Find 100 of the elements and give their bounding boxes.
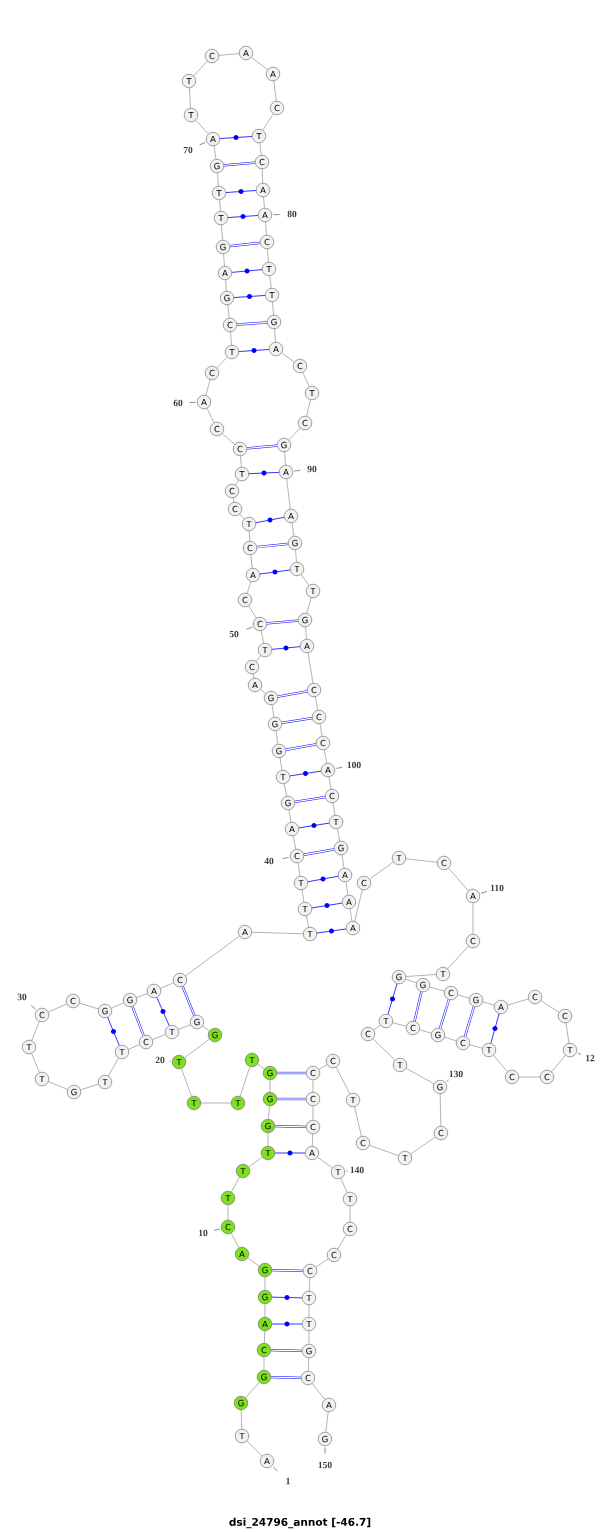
backbone-line bbox=[444, 1036, 457, 1042]
backbone-line bbox=[354, 889, 363, 922]
backbone-line bbox=[108, 1057, 119, 1077]
position-number: 50 bbox=[229, 626, 253, 638]
position-number: 12 bbox=[577, 1052, 595, 1062]
base-pair-line bbox=[227, 214, 259, 219]
backbone-line bbox=[184, 1038, 210, 1059]
base-pair-line bbox=[255, 516, 285, 524]
backbone-line bbox=[213, 145, 217, 160]
backbone-line bbox=[255, 655, 262, 662]
base-pair-line bbox=[270, 1376, 302, 1379]
position-number: 1 bbox=[272, 1466, 290, 1485]
backbone-line bbox=[284, 783, 287, 797]
backbone-line bbox=[271, 704, 275, 718]
backbone-line bbox=[152, 1034, 166, 1040]
backbone-line bbox=[262, 113, 274, 131]
base-pair-line bbox=[270, 1349, 303, 1352]
backbone-line bbox=[268, 1105, 270, 1120]
backbone-line bbox=[263, 196, 265, 209]
backbone-line bbox=[219, 199, 221, 212]
backbone-line bbox=[79, 1002, 99, 1010]
backbone-line bbox=[272, 301, 274, 316]
backbone-line bbox=[295, 549, 297, 563]
backbone-line bbox=[314, 696, 319, 711]
backbone-line bbox=[349, 908, 353, 922]
base-pair-line bbox=[225, 189, 257, 194]
backbone-line bbox=[540, 1000, 560, 1013]
backbone-line bbox=[288, 809, 292, 823]
backbone-line bbox=[410, 1136, 436, 1155]
backbone-line bbox=[325, 1411, 329, 1433]
base-pair-line bbox=[316, 928, 347, 934]
backbone-line bbox=[247, 1257, 260, 1267]
backbone-line bbox=[269, 275, 272, 289]
backbone-line bbox=[308, 1277, 311, 1292]
backbone-line bbox=[493, 1055, 508, 1072]
backbone-line bbox=[264, 1303, 266, 1318]
backbone-line bbox=[48, 1081, 68, 1090]
backbone-line bbox=[250, 554, 253, 569]
backbone-line bbox=[128, 1044, 140, 1050]
backbone-line bbox=[80, 1083, 99, 1091]
backbone-line bbox=[230, 1232, 240, 1249]
backbone-line bbox=[315, 1258, 329, 1268]
position-number: 10 bbox=[199, 1228, 220, 1237]
backbone-line bbox=[216, 356, 228, 369]
backbone-line bbox=[252, 673, 255, 679]
backbone-line bbox=[319, 723, 323, 737]
base-pair-line bbox=[246, 444, 278, 450]
backbone-line bbox=[345, 881, 349, 896]
backbone-line bbox=[405, 974, 437, 977]
base-pair-line bbox=[223, 161, 256, 167]
backbone-line bbox=[328, 776, 332, 790]
backbone-line bbox=[265, 221, 267, 236]
base-pair-line bbox=[285, 743, 317, 751]
backbone-line bbox=[419, 1029, 432, 1034]
backbone-line bbox=[405, 1068, 435, 1084]
backbone-line bbox=[239, 513, 245, 520]
backbone-line bbox=[48, 1003, 67, 1013]
backbone-line bbox=[261, 630, 264, 644]
backbone-line bbox=[332, 802, 336, 816]
backbone-line bbox=[301, 889, 305, 903]
backbone-line bbox=[221, 224, 223, 241]
backbone-line bbox=[307, 1357, 310, 1372]
base-pair-line bbox=[219, 135, 253, 140]
backbone-line bbox=[447, 945, 469, 970]
backbone-line bbox=[429, 986, 445, 992]
position-number: 100 bbox=[336, 761, 361, 769]
base-pair-line bbox=[387, 983, 398, 1015]
backbone-line bbox=[457, 994, 470, 999]
backbone-line bbox=[308, 1304, 310, 1318]
base-pair-line bbox=[490, 1013, 500, 1044]
backbone-line bbox=[291, 522, 295, 537]
backbone-line bbox=[31, 1053, 40, 1073]
backbone-line bbox=[240, 455, 242, 468]
backbone-line bbox=[279, 757, 283, 771]
base-pair-line bbox=[271, 645, 301, 651]
base-pair-line bbox=[156, 997, 170, 1026]
backbone-line bbox=[281, 352, 295, 363]
position-number: 70 bbox=[183, 142, 206, 154]
backbone-line bbox=[312, 1079, 314, 1093]
backbone-line bbox=[306, 399, 311, 417]
backbone-line bbox=[195, 119, 209, 135]
base-pair-line bbox=[181, 985, 196, 1017]
base-pair-line bbox=[281, 717, 313, 725]
backbone-line bbox=[288, 427, 301, 441]
backbone-line bbox=[267, 248, 269, 263]
backbone-line bbox=[340, 1178, 348, 1193]
base-pair-line bbox=[271, 1269, 304, 1272]
backbone-line bbox=[178, 1024, 191, 1030]
backbone-line bbox=[263, 1356, 265, 1371]
backbone-line bbox=[372, 1038, 396, 1061]
backbone-line bbox=[373, 1024, 381, 1031]
backbone-line bbox=[202, 1025, 210, 1032]
backbone-line bbox=[248, 605, 257, 619]
backbone-line bbox=[235, 479, 239, 486]
backbone-line bbox=[230, 331, 232, 346]
backbone-line bbox=[246, 1440, 263, 1457]
backbone-line bbox=[349, 1205, 351, 1223]
backbone-line bbox=[308, 1330, 310, 1345]
backbone-line bbox=[284, 451, 286, 466]
position-number: 30 bbox=[17, 993, 36, 1010]
